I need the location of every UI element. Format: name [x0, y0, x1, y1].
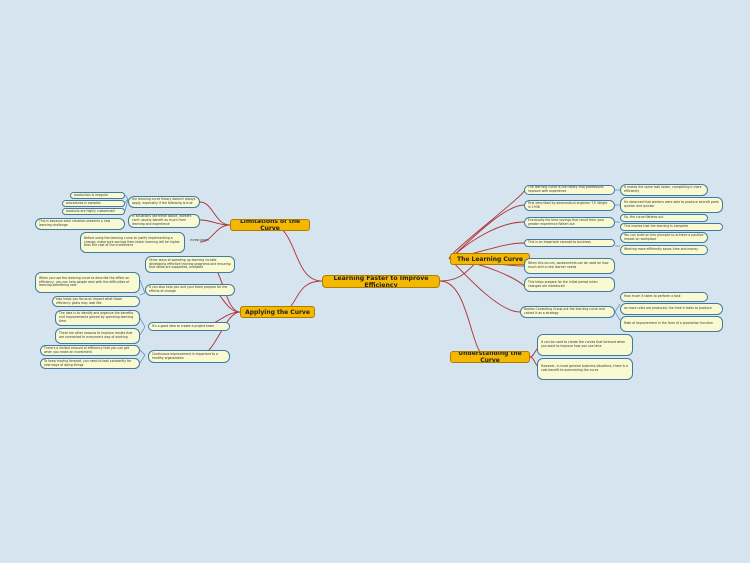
learning-curve-item[interactable]: He observed that workers were able to pr… — [620, 197, 723, 213]
limitations-item[interactable]: products are highly customized — [62, 208, 125, 215]
applying-item[interactable]: There's a limited amount of efficiency t… — [40, 345, 140, 356]
applying-item[interactable]: There are other reasons to improve resul… — [55, 328, 140, 344]
applying-item[interactable]: The idea is to identify and organize the… — [55, 310, 140, 326]
learning-curve-item[interactable]: You can build on this principle to achie… — [620, 232, 708, 243]
topic-limitations-curve[interactable]: Limitations of the Curve — [230, 219, 310, 231]
learning-curve-item[interactable]: as more units are produced, the time it … — [620, 303, 723, 315]
applying-item[interactable]: It's a good idea to create a project tea… — [148, 322, 230, 331]
learning-curve-item[interactable]: Working more efficiently saves time and … — [620, 245, 708, 255]
learning-curve-item[interactable]: The learning curve is the theory that pr… — [524, 185, 615, 195]
learning-curve-item[interactable]: Rate of improvement in the form of a pro… — [620, 316, 723, 332]
limitations-item[interactable]: This is because each situation presents … — [35, 218, 125, 230]
applying-item[interactable]: also helps you focus on impact what thos… — [52, 296, 140, 307]
learning-curve-item[interactable]: So, the curve flattens out — [620, 214, 708, 222]
understanding-item[interactable]: It can be used to create the curves that… — [537, 334, 633, 356]
understanding-item[interactable]: However, in most general business situat… — [537, 358, 633, 380]
learning-curve-item[interactable]: This implies that the learning is comple… — [620, 223, 723, 231]
applying-item[interactable]: Other ways of speeding up learning inclu… — [145, 256, 235, 273]
learning-curve-item[interactable]: When this occurs, assessments can be use… — [524, 258, 615, 274]
applying-item[interactable]: It can also help you and your team prepa… — [145, 284, 235, 296]
applying-item[interactable]: Continuous improvement is important to a… — [148, 350, 230, 363]
limitations-item[interactable]: the learning curve theory doesn't always… — [128, 196, 200, 208]
limitations-item[interactable]: Before using the learning curve to justi… — [80, 232, 185, 253]
limitations-item[interactable]: In situations like these above, workers … — [128, 214, 200, 228]
learning-curve-item[interactable]: This helps prepare for the initial perio… — [524, 277, 615, 292]
learning-curve-item[interactable]: How much it takes to perform a task — [620, 292, 708, 302]
topic-applying-curve[interactable]: Applying the Curve — [240, 306, 315, 318]
central-topic[interactable]: Learning Faster to Improve Efficiency — [322, 275, 440, 288]
limitations-item[interactable]: Invest down — [190, 239, 209, 242]
applying-item[interactable]: When you use the learning curve to descr… — [35, 272, 140, 293]
learning-curve-item[interactable]: First described by aeronautical engineer… — [524, 200, 615, 211]
learning-curve-item[interactable]: It makes the same task faster, completin… — [620, 184, 708, 196]
applying-item[interactable]: To keep moving forward, you need to look… — [40, 358, 140, 369]
learning-curve-item[interactable]: This is an important concept to business — [524, 239, 615, 247]
learning-curve-item[interactable]: Eventually the time savings that result … — [524, 217, 615, 228]
limitations-item[interactable]: procedures is complex — [62, 200, 125, 207]
topic-understanding-curve[interactable]: Understanding the Curve — [450, 351, 530, 363]
learning-curve-item[interactable]: Boston Consulting Group put the learning… — [520, 306, 615, 318]
limitations-item[interactable]: production is irregular — [70, 192, 125, 199]
topic-learning-curve[interactable]: The Learning Curve — [450, 253, 530, 265]
